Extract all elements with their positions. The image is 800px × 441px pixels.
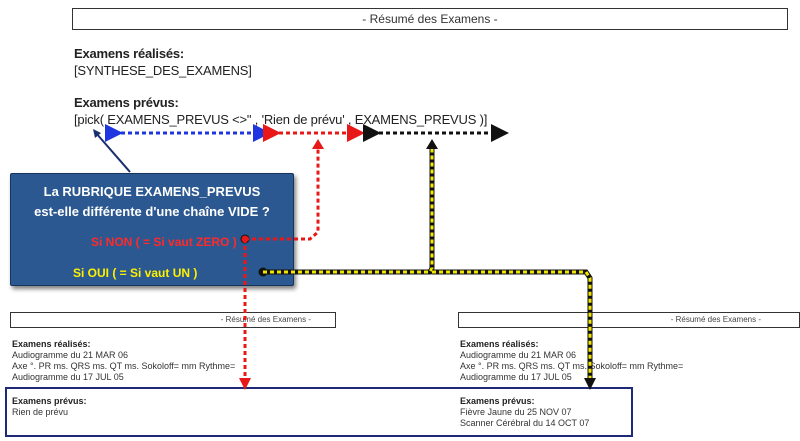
yellow-path-arrow <box>258 139 596 390</box>
right-prevus-line-1: Fièvre Jaune du 25 NOV 07 <box>460 407 572 417</box>
callout-si-non: Si NON ( = Si vaut ZERO ) <box>91 235 237 249</box>
left-doc-header: - Résumé des Examens - <box>220 315 311 324</box>
top-doc-header-bar: - Résumé des Examens - <box>72 8 788 30</box>
left-prevus-line-1: Rien de prévu <box>12 407 69 417</box>
right-realises-label: Examens réalisés: <box>460 339 539 349</box>
top-realises-value: [SYNTHESE_DES_EXAMENS] <box>74 63 252 78</box>
top-prevus-formula: [pick( EXAMENS_PREVUS <>" , 'Rien de pré… <box>74 112 488 127</box>
right-line-3: Audiogramme du 17 JUL 05 <box>460 372 572 382</box>
top-realises-label: Examens réalisés: <box>74 46 185 61</box>
top-prevus-label: Examens prévus: <box>74 95 179 110</box>
right-prevus-label: Examens prévus: <box>460 396 535 406</box>
right-prevus-line-2: Scanner Cérébral du 14 OCT 07 <box>460 418 590 428</box>
left-line-1: Audiogramme du 21 MAR 06 <box>12 350 129 360</box>
left-line-2: Axe °. PR ms. QRS ms. QT ms. Sokoloff= m… <box>12 361 236 371</box>
right-line-1: Audiogramme du 21 MAR 06 <box>460 350 577 360</box>
callout-question-line-1: La RUBRIQUE EXAMENS_PREVUS <box>43 184 261 199</box>
left-line-3: Audiogramme du 17 JUL 05 <box>12 372 124 382</box>
left-doc-header-bar: - Résumé des Examens - <box>10 312 336 328</box>
prevus-highlight-box <box>5 387 633 437</box>
callout-question-line-2: est-elle différente d'une chaîne VIDE ? <box>34 204 270 219</box>
left-prevus-label: Examens prévus: <box>12 396 87 406</box>
condition-callout: La RUBRIQUE EXAMENS_PREVUS est-elle diff… <box>10 173 294 286</box>
right-line-2: Axe °. PR ms. QRS ms. QT ms. Sokoloff= m… <box>460 361 684 371</box>
pointer-arrow <box>93 129 131 173</box>
red-path-arrow <box>239 139 324 390</box>
right-doc-header: - Résumé des Examens - <box>670 315 761 324</box>
top-doc-header: - Résumé des Examens - <box>362 12 498 26</box>
callout-si-oui: Si OUI ( = Si vaut UN ) <box>73 266 198 280</box>
left-realises-label: Examens réalisés: <box>12 339 91 349</box>
